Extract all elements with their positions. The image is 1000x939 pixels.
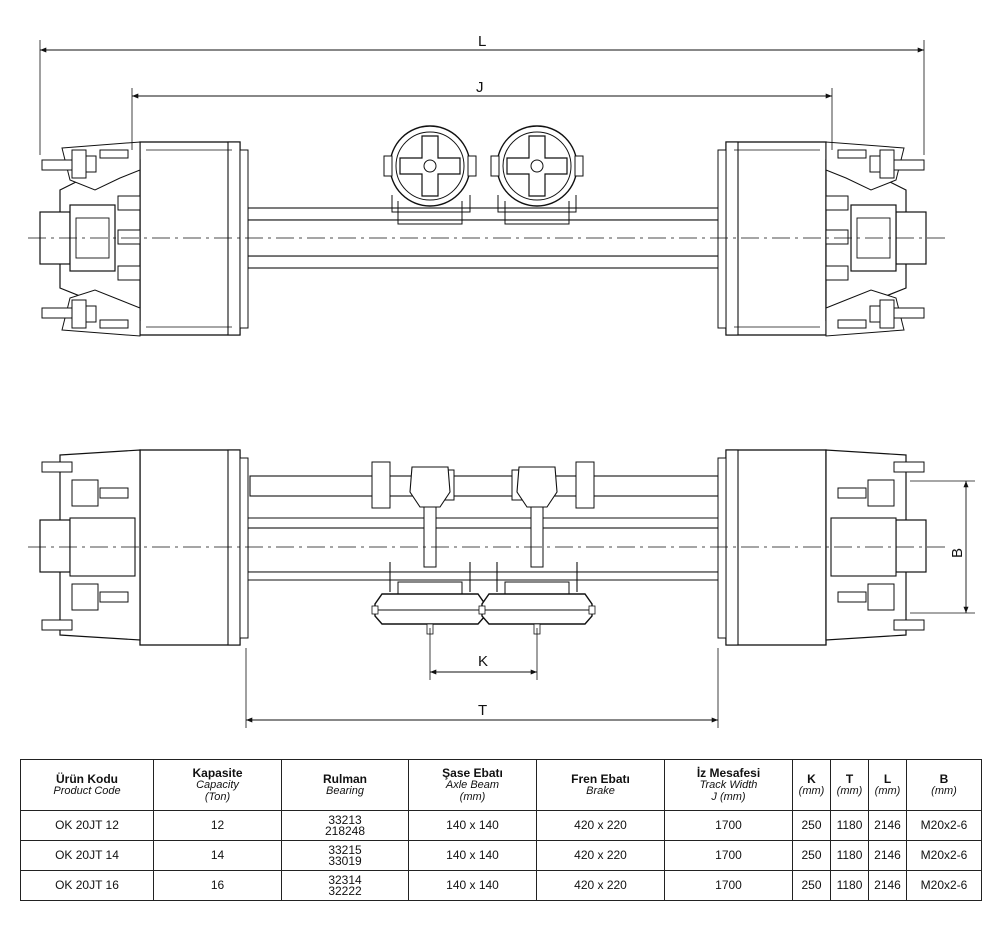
bearing-value: 32222 — [328, 883, 362, 898]
cell-beam: 140 x 140 — [408, 870, 537, 901]
cell-brake: 420 x 220 — [536, 870, 665, 901]
cell-code: OK 20JT 16 — [20, 870, 154, 901]
label-T: T — [478, 702, 487, 719]
cell-capacity: 12 — [153, 810, 282, 841]
cell-b: M20x2-6 — [906, 840, 982, 871]
cell-b: M20x2-6 — [906, 870, 982, 901]
column-header: L(mm) — [868, 759, 907, 811]
header-tr: Kapasite — [192, 766, 243, 780]
cell-track: 1700 — [664, 840, 793, 871]
dimension-T: T — [245, 648, 719, 728]
label-K: K — [478, 653, 488, 670]
cell-beam: 140 x 140 — [408, 810, 537, 841]
header-en: Track Width — [699, 779, 758, 791]
header-en: Brake — [586, 785, 615, 797]
header-tr: K — [807, 772, 816, 786]
axle-technical-drawing: L J — [28, 33, 975, 728]
cell-brake: 420 x 220 — [536, 840, 665, 871]
cell-k: 250 — [792, 810, 831, 841]
cell-t: 1180 — [830, 810, 869, 841]
cell-l: 2146 — [868, 840, 907, 871]
column-header: B(mm) — [906, 759, 982, 811]
header-tr: Fren Ebatı — [571, 772, 630, 786]
header-en: Bearing — [326, 785, 364, 797]
cell-l: 2146 — [868, 870, 907, 901]
dimension-J: J — [131, 79, 833, 150]
cell-t: 1180 — [830, 870, 869, 901]
front-view — [28, 449, 945, 646]
header-tr: Şase Ebatı — [442, 766, 503, 780]
column-header: T(mm) — [830, 759, 869, 811]
header-unit: J (mm) — [711, 791, 746, 803]
header-tr: İz Mesafesi — [696, 766, 761, 780]
label-L: L — [478, 33, 486, 50]
cell-code: OK 20JT 12 — [20, 810, 154, 841]
cell-t: 1180 — [830, 840, 869, 871]
cell-l: 2146 — [868, 810, 907, 841]
header-tr: L — [883, 772, 892, 786]
cell-track: 1700 — [664, 810, 793, 841]
dimension-L: L — [39, 33, 925, 155]
bearing-value: 33215 — [328, 842, 362, 857]
header-unit: (mm) — [931, 785, 957, 797]
header-en: Axle Beam — [445, 779, 500, 791]
dimension-K: K — [429, 628, 538, 680]
cell-capacity: 14 — [153, 840, 282, 871]
header-tr: B — [939, 772, 949, 786]
dimension-B: B — [910, 480, 975, 614]
top-view — [28, 125, 945, 337]
bearing-value: 218248 — [324, 823, 366, 838]
cell-code: OK 20JT 14 — [20, 840, 154, 871]
label-J: J — [476, 79, 484, 96]
bearing-value: 33213 — [328, 812, 362, 827]
cell-beam: 140 x 140 — [408, 840, 537, 871]
cell-track: 1700 — [664, 870, 793, 901]
cell-brake: 420 x 220 — [536, 810, 665, 841]
header-en: Product Code — [53, 785, 121, 797]
header-tr: Ürün Kodu — [56, 772, 118, 786]
header-unit: (mm) — [836, 785, 863, 797]
header-unit: (Ton) — [204, 791, 231, 803]
label-B: B — [949, 548, 966, 558]
header-unit: (mm) — [798, 785, 825, 797]
bearing-value: 33019 — [328, 853, 362, 868]
header-tr: T — [845, 772, 854, 786]
column-header: K(mm) — [792, 759, 831, 811]
header-en: Capacity — [196, 779, 239, 791]
cell-b: M20x2-6 — [906, 810, 982, 841]
cell-k: 250 — [792, 870, 831, 901]
cell-k: 250 — [792, 840, 831, 871]
header-unit: (mm) — [874, 785, 901, 797]
cell-capacity: 16 — [153, 870, 282, 901]
bearing-value: 32314 — [328, 872, 362, 887]
header-unit: (mm) — [459, 791, 486, 803]
header-tr: Rulman — [322, 772, 367, 786]
